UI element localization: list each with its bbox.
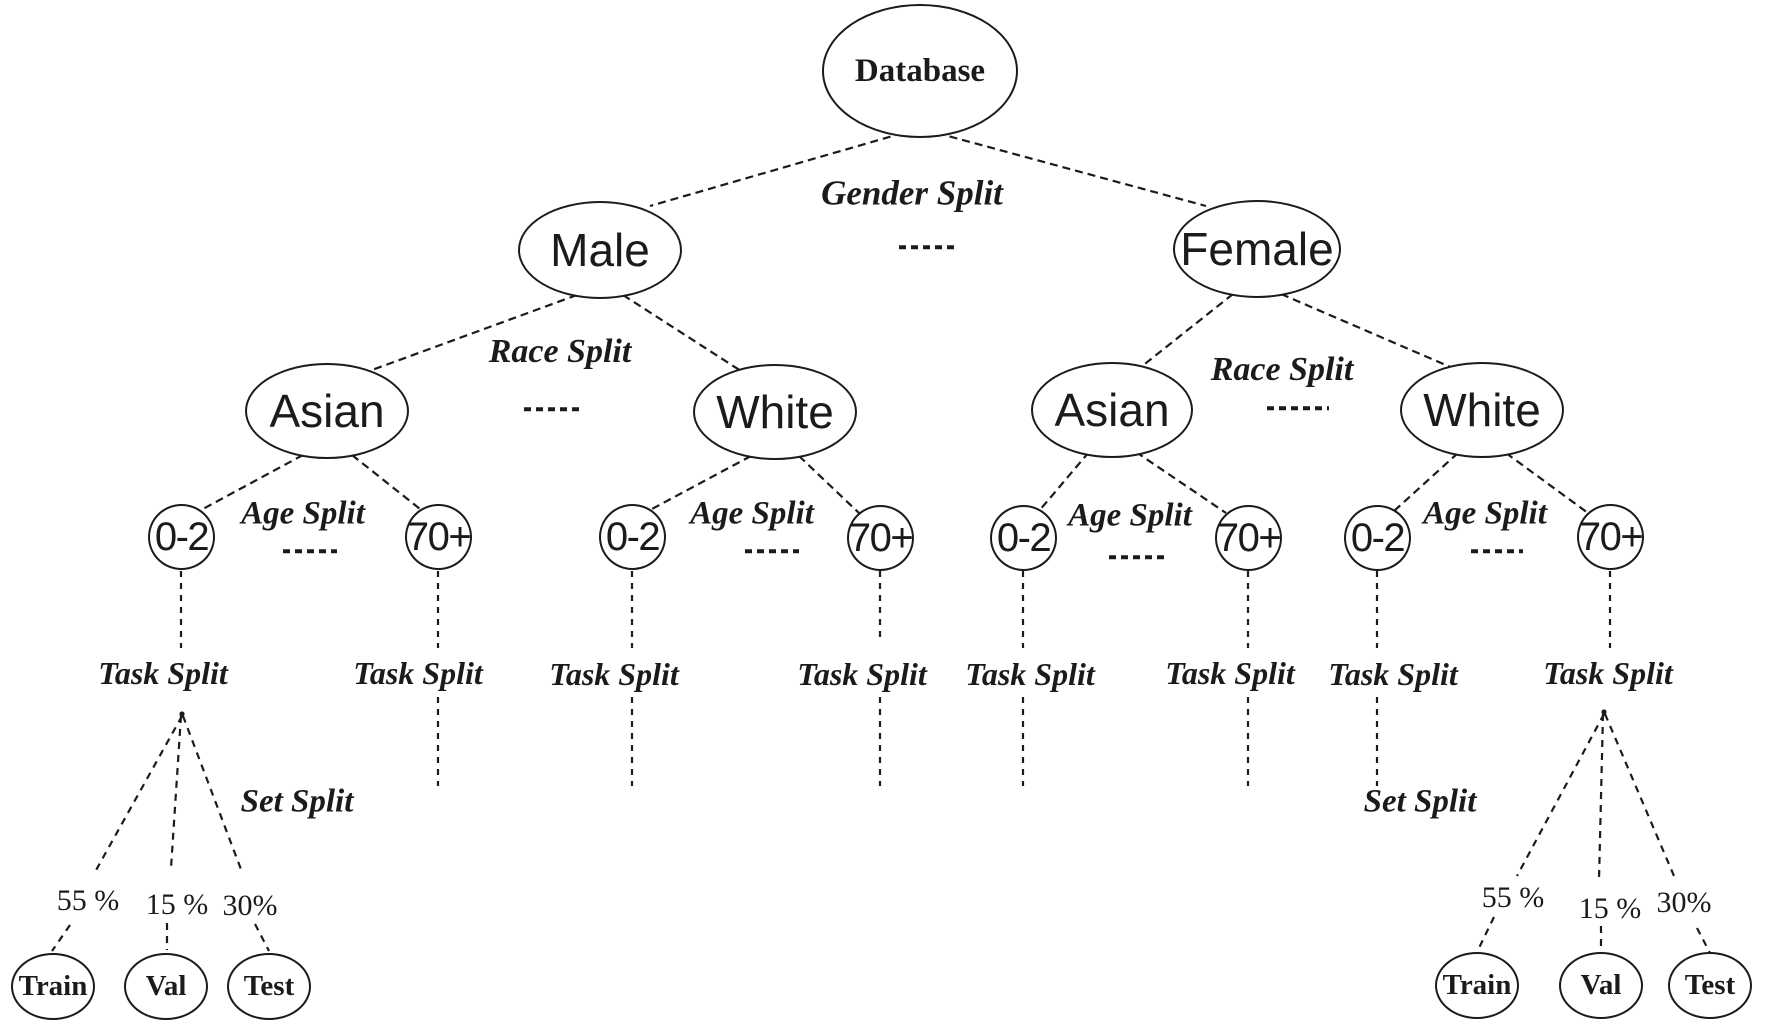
test-percent-label: 30% — [222, 889, 278, 922]
val-percent-label: 15 % — [145, 888, 209, 921]
node-asian-male: Asian — [245, 363, 409, 459]
task-split-label: Task Split — [98, 655, 228, 691]
node-male: Male — [518, 201, 682, 299]
stem-edges — [179, 571, 1612, 786]
race-split-label-male: Race Split — [488, 333, 632, 370]
age-split-dash-icon — [283, 549, 337, 553]
age-split-dash-icon — [745, 549, 799, 553]
gender-split-dash-icon — [899, 245, 957, 249]
val-percent-label: 15 % — [1578, 892, 1642, 925]
node-white-male: White — [693, 364, 857, 460]
connector-edges — [200, 131, 1589, 514]
node-age-70plus: 70+ — [847, 505, 914, 571]
node-test: Test — [227, 953, 311, 1020]
fan-edges — [51, 709, 1711, 954]
gender-split-label: Gender Split — [821, 173, 1003, 213]
node-white-female: White — [1400, 362, 1564, 458]
age-split-label: Age Split — [1423, 495, 1547, 532]
task-split-label: Task Split — [1328, 656, 1458, 692]
age-split-dash-icon — [1109, 555, 1165, 559]
test-percent-label: 30% — [1656, 886, 1712, 919]
age-split-label: Age Split — [690, 495, 814, 532]
age-split-label: Age Split — [241, 495, 365, 532]
race-split-label-female: Race Split — [1210, 351, 1354, 388]
node-age-70plus: 70+ — [405, 504, 472, 570]
set-split-label-right: Set Split — [1363, 783, 1477, 820]
node-age-0-2: 0-2 — [1344, 505, 1411, 571]
node-asian-female: Asian — [1031, 362, 1193, 458]
node-age-70plus: 70+ — [1577, 504, 1644, 570]
node-val: Val — [124, 953, 208, 1020]
node-train: Train — [11, 953, 95, 1020]
race-split-dash-icon — [1267, 406, 1329, 410]
task-split-label: Task Split — [1543, 655, 1673, 691]
node-test: Test — [1668, 952, 1752, 1019]
node-age-70plus: 70+ — [1215, 505, 1282, 571]
task-split-label: Task Split — [353, 655, 483, 691]
node-database: Database — [822, 4, 1018, 138]
node-age-0-2: 0-2 — [148, 504, 215, 570]
set-split-label-left: Set Split — [240, 783, 354, 820]
train-percent-label: 55 % — [1481, 881, 1545, 914]
task-split-label: Task Split — [797, 656, 927, 692]
node-age-0-2: 0-2 — [599, 504, 666, 570]
node-val: Val — [1559, 952, 1643, 1019]
task-split-label: Task Split — [1165, 655, 1295, 691]
node-age-0-2: 0-2 — [990, 505, 1057, 571]
train-percent-label: 55 % — [56, 884, 120, 917]
race-split-dash-icon — [524, 407, 580, 411]
node-train: Train — [1435, 952, 1519, 1019]
node-female: Female — [1173, 200, 1341, 298]
age-split-dash-icon — [1471, 549, 1523, 553]
age-split-label: Age Split — [1068, 497, 1192, 534]
task-split-label: Task Split — [965, 656, 1095, 692]
task-split-label: Task Split — [549, 656, 679, 692]
